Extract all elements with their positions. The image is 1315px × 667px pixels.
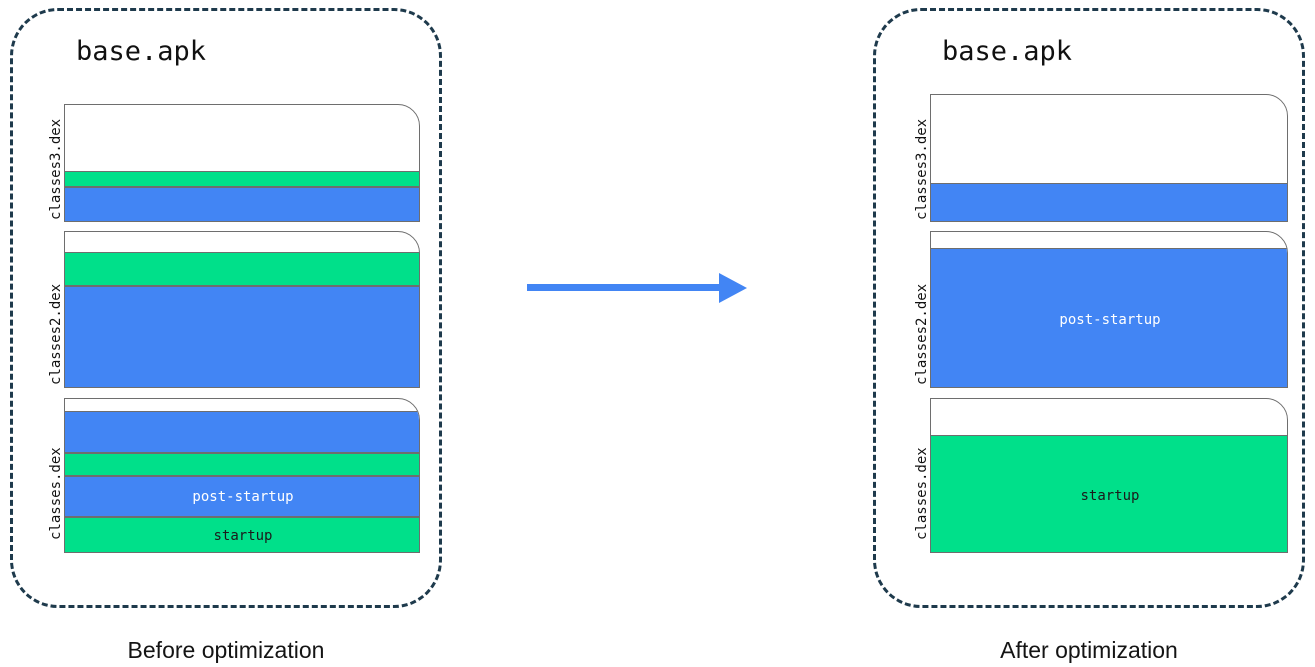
segment-label: startup bbox=[1080, 487, 1140, 504]
segment-label: startup bbox=[213, 528, 273, 544]
dex-block-classes2-after: post-startup bbox=[930, 231, 1288, 388]
segment-post-startup bbox=[931, 183, 1287, 221]
dex-label-classes3-before: classes3.dex bbox=[48, 118, 64, 220]
apk-title-after: base.apk bbox=[942, 36, 1073, 67]
dex-block-classes2-before bbox=[64, 231, 420, 388]
dex-block-classes-before: post-startup startup bbox=[64, 398, 420, 553]
caption-before: Before optimization bbox=[127, 637, 325, 663]
arrow-head-icon bbox=[719, 273, 747, 303]
transformation-arrow bbox=[527, 273, 747, 314]
dex-label-classes2-after: classes2.dex bbox=[914, 283, 930, 385]
dex-block-classes3-before bbox=[64, 104, 420, 222]
segment-startup bbox=[65, 171, 419, 187]
segment-post-startup-labeled: post-startup bbox=[65, 476, 419, 517]
apk-title-before: base.apk bbox=[76, 36, 207, 67]
dex-label-classes3-after: classes3.dex bbox=[914, 118, 930, 220]
arrow-shaft bbox=[527, 284, 721, 291]
dex-block-classes-after: startup bbox=[930, 398, 1288, 553]
segment-post-startup-labeled: post-startup bbox=[931, 248, 1287, 387]
segment-label: post-startup bbox=[192, 488, 294, 505]
segment-label: post-startup bbox=[1059, 311, 1161, 328]
segment-startup bbox=[65, 252, 419, 286]
caption-after: After optimization bbox=[1000, 637, 1178, 663]
segment-post-startup bbox=[65, 411, 419, 453]
segment-startup bbox=[65, 453, 419, 476]
dex-label-classes-after: classes.dex bbox=[914, 447, 930, 540]
dex-label-classes2-before: classes2.dex bbox=[48, 283, 64, 385]
segment-post-startup bbox=[65, 187, 419, 221]
segment-startup-labeled: startup bbox=[65, 517, 419, 552]
segment-startup-labeled: startup bbox=[931, 435, 1287, 552]
segment-post-startup bbox=[65, 286, 419, 387]
dex-block-classes3-after bbox=[930, 94, 1288, 222]
dex-label-classes-before: classes.dex bbox=[48, 447, 64, 540]
